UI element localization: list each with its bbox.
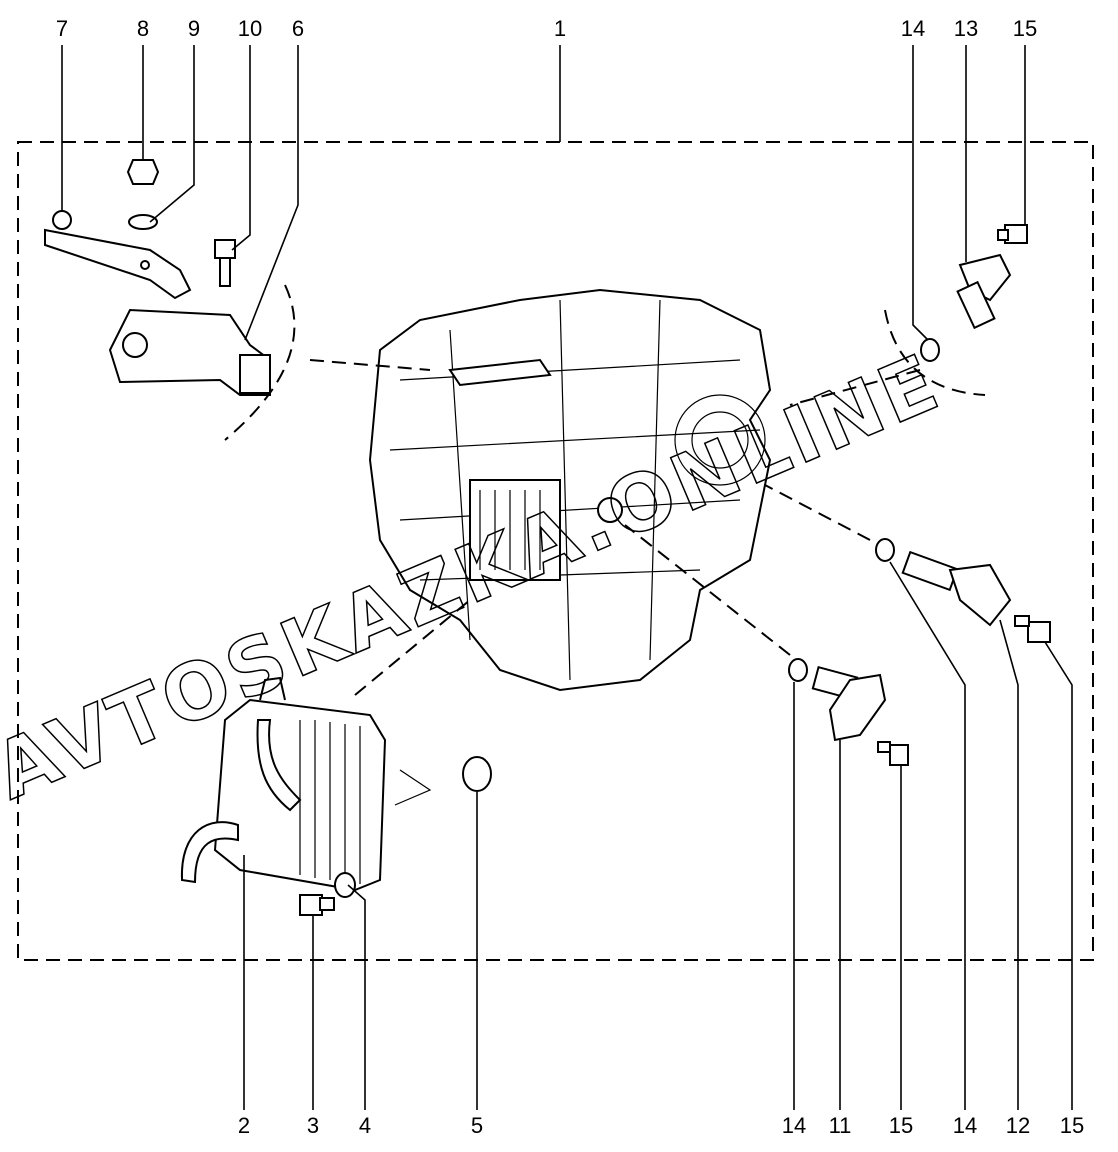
washer-4 [334, 872, 356, 898]
oil-cooler [180, 676, 387, 892]
position-sensor [108, 308, 271, 396]
bolt-15-top [997, 224, 1028, 244]
assembly-boundary [17, 141, 1094, 961]
callout-label: 2 [238, 1113, 250, 1138]
callout-label: 14 [901, 16, 925, 41]
callout-label: 3 [307, 1113, 319, 1138]
callout-label: 15 [889, 1113, 913, 1138]
gearbox-assembly [368, 288, 772, 692]
speed-sensor-13 [956, 253, 1012, 330]
arrow-line-cooler [354, 599, 471, 696]
bolt-15-right [1014, 615, 1051, 643]
sensor-arc [224, 284, 296, 441]
callout-label: 14 [782, 1113, 806, 1138]
speed-sensor-12 [901, 550, 1012, 627]
bolt-10 [214, 239, 236, 287]
leader-lines [61, 45, 1073, 1110]
callout-label: 7 [56, 16, 68, 41]
callout-label: 15 [1013, 16, 1037, 41]
callout-label: 1 [554, 16, 566, 41]
callout-label: 10 [238, 16, 262, 41]
arrow-line-11 [624, 524, 791, 656]
sensor-arrow-line-right [789, 369, 921, 406]
callout-label: 9 [188, 16, 200, 41]
seal-ring-5 [462, 756, 492, 792]
nut [126, 159, 160, 185]
arrow-line-12 [764, 484, 871, 541]
o-ring-14-mid [788, 658, 808, 682]
callout-label: 14 [953, 1113, 977, 1138]
callout-label: 12 [1006, 1113, 1030, 1138]
callout-label: 6 [292, 16, 304, 41]
cooler-guide-line [394, 769, 432, 806]
callout-label: 11 [829, 1113, 852, 1138]
callout-label: 5 [471, 1113, 483, 1138]
bolt-3 [299, 894, 335, 916]
speed-sensor-11 [811, 665, 887, 742]
bolt-15-mid [877, 741, 909, 766]
callout-label: 15 [1060, 1113, 1084, 1138]
lock-washer [128, 214, 158, 230]
o-ring-14-top [920, 338, 940, 362]
callout-label: 4 [359, 1113, 371, 1138]
sensor-arrow-line [309, 359, 431, 371]
callout-label: 13 [954, 16, 978, 41]
callout-label: 8 [137, 16, 149, 41]
selector-lever [44, 210, 192, 300]
o-ring-14-right [875, 538, 895, 562]
